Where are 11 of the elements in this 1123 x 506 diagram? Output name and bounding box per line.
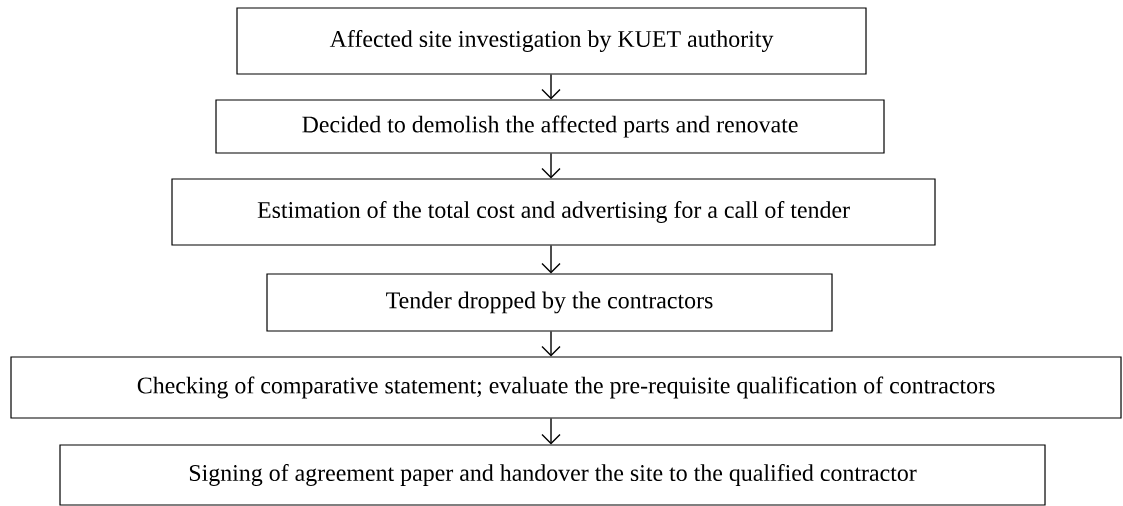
arrow	[541, 244, 561, 274]
arrow	[541, 73, 561, 100]
process-box: Signing of agreement paper and handover the site to the qualified contractor	[59, 444, 1046, 506]
arrow	[541, 417, 561, 445]
process-box: Checking of comparative statement; evaluate the pre-requisite qualification of contractors	[10, 356, 1122, 419]
process-box: Estimation of the total cost and advertising for a call of tender	[171, 178, 936, 246]
process-box: Tender dropped by the contractors	[266, 273, 833, 332]
process-box: Decided to demolish the affected parts and renovate	[215, 99, 885, 154]
arrow	[541, 152, 561, 179]
arrow	[541, 330, 561, 357]
process-box: Affected site investigation by KUET authority	[236, 7, 867, 75]
